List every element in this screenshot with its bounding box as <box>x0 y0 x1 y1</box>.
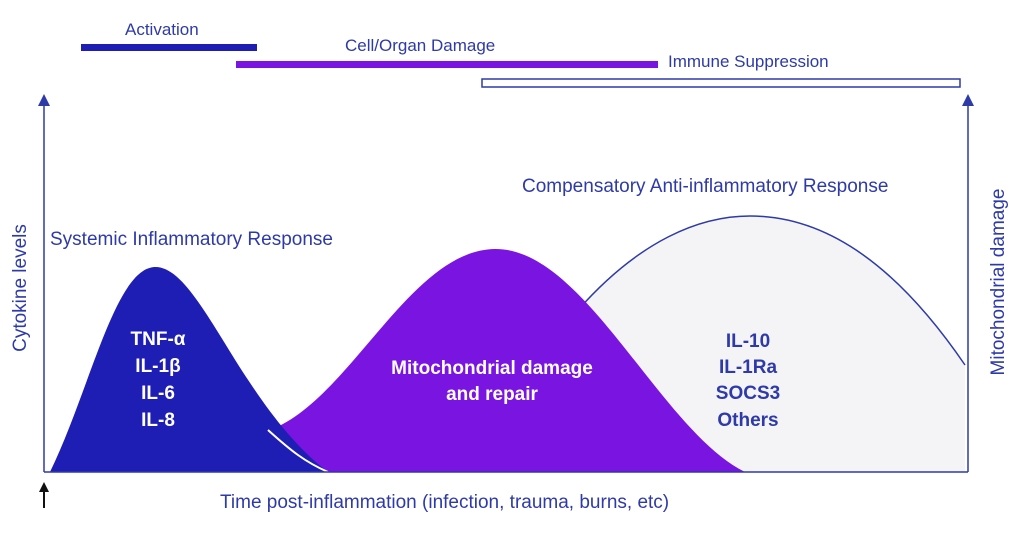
activation-bar <box>81 44 257 51</box>
immune-suppression-bar <box>481 78 961 88</box>
cytokine-il10: IL-10 <box>726 331 770 352</box>
sir-title: Systemic Inflammatory Response <box>50 229 333 250</box>
sir-edge-highlight <box>267 429 329 473</box>
left-axis-label: Cytokine levels <box>10 224 31 352</box>
car-title: Compensatory Anti-inflammatory Response <box>522 176 888 197</box>
cytokine-il6: IL-6 <box>141 383 175 404</box>
right-axis-arrow-icon <box>962 94 974 106</box>
sir-cytokine-list: TNF-α IL-1β IL-6 IL-8 <box>131 329 186 431</box>
mito-label-group: Mitochondrial damage and repair <box>391 358 593 405</box>
left-axis-arrow-icon <box>38 94 50 106</box>
systemic-inflammatory-curve <box>50 266 328 472</box>
right-axis-label: Mitochondrial damage <box>988 189 1009 376</box>
cell-organ-damage-bar <box>236 61 658 68</box>
right-axis <box>962 94 974 472</box>
bottom-axis-label: Time post-inflammation (infection, traum… <box>220 492 669 513</box>
time-origin-arrow-icon <box>39 482 49 508</box>
cytokine-il1ra: IL-1Ra <box>719 357 778 378</box>
mitochondrial-damage-curve <box>270 248 745 472</box>
anti-inflammatory-curve <box>578 216 965 472</box>
cell-organ-damage-label: Cell/Organ Damage <box>345 36 495 55</box>
mito-label-line1: Mitochondrial damage <box>391 358 593 379</box>
left-axis <box>38 94 50 472</box>
cytokine-tnf: TNF-α <box>131 329 186 350</box>
cytokine-others: Others <box>717 410 778 431</box>
anti-inflammatory-curve-outline <box>577 215 966 366</box>
activation-label: Activation <box>125 20 199 39</box>
mito-label-line2: and repair <box>446 384 538 405</box>
car-cytokine-list: IL-10 IL-1Ra SOCS3 Others <box>716 331 780 431</box>
cytokine-il1b: IL-1β <box>135 356 180 377</box>
immune-suppression-label: Immune Suppression <box>668 52 829 71</box>
cytokine-il8: IL-8 <box>141 410 175 431</box>
cytokine-socs3: SOCS3 <box>716 383 780 404</box>
